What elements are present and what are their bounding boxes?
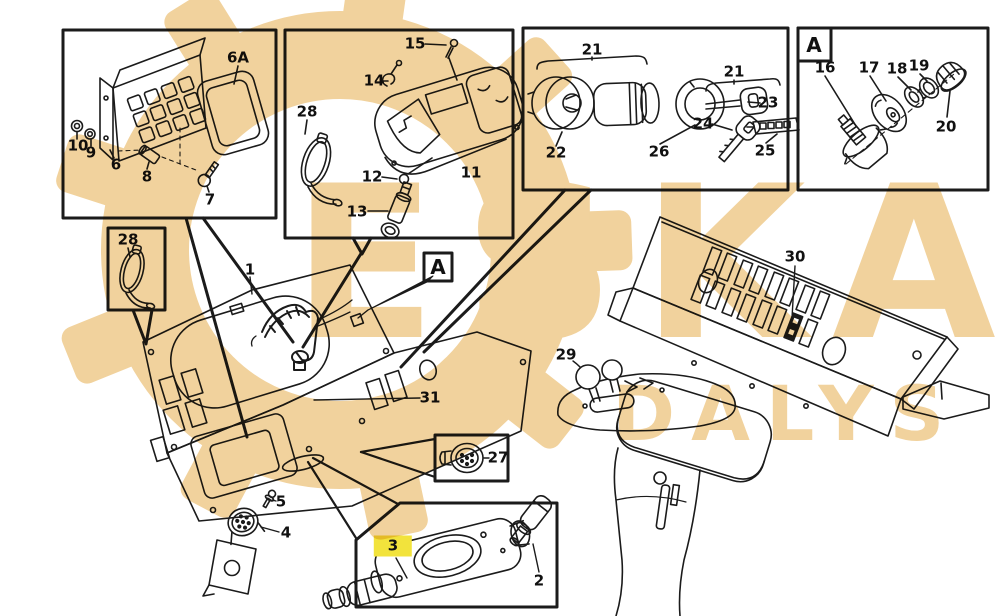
joystick-console: [557, 359, 773, 616]
switch-body-16: [837, 114, 889, 170]
instrument-cluster: [374, 66, 524, 175]
support-column: [613, 447, 701, 616]
fuse-slots: [690, 246, 831, 348]
detail-box-tie: [106, 226, 167, 346]
lock-cylinder: [592, 81, 660, 127]
washer-18: [903, 86, 925, 108]
nut-10: [70, 119, 84, 133]
gasket-6a: [196, 70, 270, 156]
callout-lines: [184, 188, 593, 540]
key-tag-25: [746, 117, 800, 135]
key-24: [718, 115, 761, 163]
ring-26: [675, 78, 725, 130]
screw-7: [197, 161, 220, 188]
knob-20: [935, 61, 967, 92]
screw-15: [445, 38, 459, 81]
switch-30: [783, 312, 804, 342]
detail-box-column-switch: [322, 494, 559, 610]
clip-14: [381, 59, 403, 87]
wiring-harness-31: [250, 299, 353, 371]
washer-9: [84, 128, 96, 140]
detail-box-ignition: [521, 26, 800, 192]
key-blank-23: [705, 86, 769, 116]
cable-tie-28-cluster: [300, 119, 343, 207]
bulb-socket-3: [322, 573, 398, 610]
a-reference-frame: [422, 251, 454, 283]
cable-tie-28-panel: [119, 244, 156, 310]
detail-box-a: [796, 26, 990, 192]
nut-19: [917, 77, 940, 99]
detail-box-cluster: [283, 28, 524, 256]
ignition-switch-22: [527, 76, 595, 130]
faceplate-17: [870, 93, 908, 133]
switch-body: [370, 517, 531, 599]
bracket-21-right: [705, 77, 781, 92]
armrest-pad: [615, 379, 773, 483]
bulb-12: [398, 157, 433, 196]
lever-grip-2: [509, 494, 553, 547]
buzzer-13: [380, 191, 412, 239]
screw-5: [262, 489, 277, 509]
connector-4: [202, 507, 266, 597]
fuse-console: [607, 216, 990, 437]
detail-box-keypad: [61, 28, 278, 220]
